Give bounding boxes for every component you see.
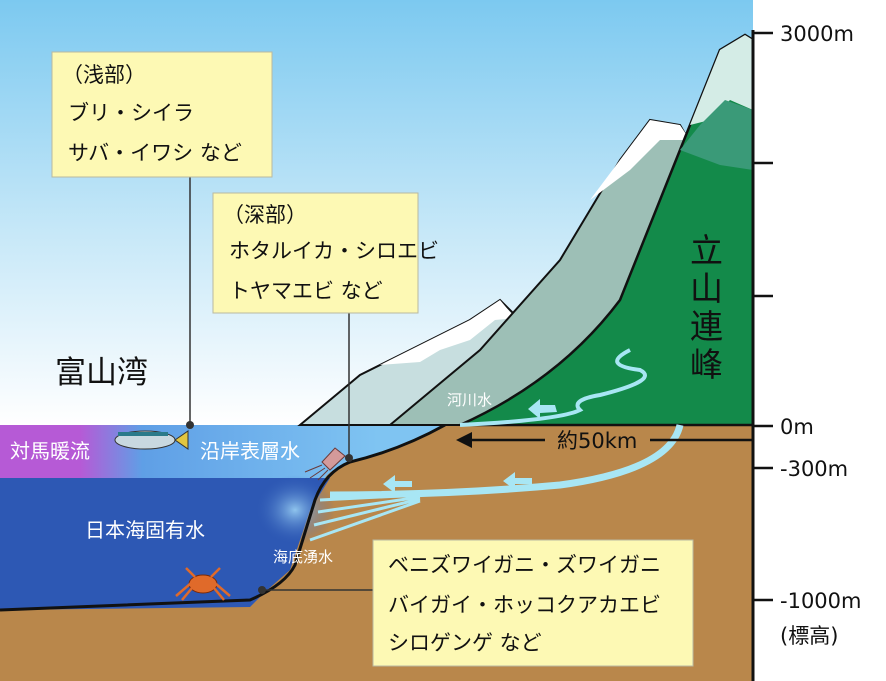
forest-shade [680, 100, 753, 170]
crab-icon [175, 567, 231, 601]
svg-text:サバ・イワシ など: サバ・イワシ など [68, 141, 242, 165]
bay-title: 富山湾 [55, 355, 148, 391]
river [459, 348, 647, 427]
seep-branches [309, 493, 421, 542]
arrow-ground-1 [503, 472, 532, 490]
tick-label-minus1000: -1000m [780, 589, 861, 613]
arrow-river [528, 399, 557, 419]
snow-back [380, 300, 515, 365]
axis-unit-note: (標高) [780, 624, 838, 648]
squid-icon [304, 447, 346, 481]
coastline [0, 423, 446, 612]
svg-text:山: 山 [690, 269, 723, 308]
tick-label-minus300: -300m [780, 457, 848, 481]
leader-bottom-dot [258, 586, 266, 594]
distance-arrowhead [456, 432, 472, 448]
distance-label: 約50km [557, 429, 637, 453]
tick-label-0: 0m [780, 415, 814, 439]
snow-front [690, 35, 753, 125]
svg-text:峰: 峰 [690, 345, 723, 384]
label-tsushima-current: 対馬暖流 [10, 439, 90, 463]
label-river-water: 河川水 [447, 391, 492, 409]
svg-text:ホタルイカ・シロエビ: ホタルイカ・シロエビ [229, 239, 439, 263]
svg-text:（浅部）: （浅部） [62, 63, 146, 87]
leader-deep-dot [345, 454, 353, 462]
label-coastal-surface-water: 沿岸表層水 [200, 439, 300, 463]
groundwater-flow [329, 424, 684, 499]
box-bottom-species: ベニズワイガニ・ズワイガニ バイガイ・ホッコクアカエビ シロゲンゲ など [372, 539, 694, 667]
leader-shallow-dot [186, 421, 194, 429]
tick-label-3000: 3000m [780, 22, 854, 46]
seep-cloud [255, 475, 335, 545]
svg-text:（深部）: （深部） [223, 203, 307, 227]
fish-icon [114, 430, 189, 450]
svg-text:立: 立 [690, 231, 723, 270]
svg-text:シロゲンゲ など: シロゲンゲ など [388, 631, 542, 655]
mountain-label: 立 山 連 峰 [690, 231, 723, 384]
snow-middle [590, 120, 690, 200]
deep-sea [0, 478, 330, 610]
box-deep-species: （深部） ホタルイカ・シロエビ トヤマエビ など [212, 192, 439, 314]
axis-ticks [753, 31, 773, 602]
label-submarine-groundwater: 海底湧水 [273, 548, 333, 566]
arrow-ground-2 [383, 475, 412, 493]
box-shallow-species: （浅部） ブリ・シイラ サバ・イワシ など [51, 51, 273, 178]
svg-text:バイガイ・ホッコクアカエビ: バイガイ・ホッコクアカエビ [388, 593, 661, 617]
svg-text:トヤマエビ など: トヤマエビ など [229, 279, 383, 303]
label-japan-sea-proper-water: 日本海固有水 [85, 518, 205, 542]
svg-text:ブリ・シイラ: ブリ・シイラ [68, 101, 194, 125]
svg-text:連: 連 [690, 307, 723, 346]
svg-text:ベニズワイガニ・ズワイガニ: ベニズワイガニ・ズワイガニ [388, 553, 661, 577]
